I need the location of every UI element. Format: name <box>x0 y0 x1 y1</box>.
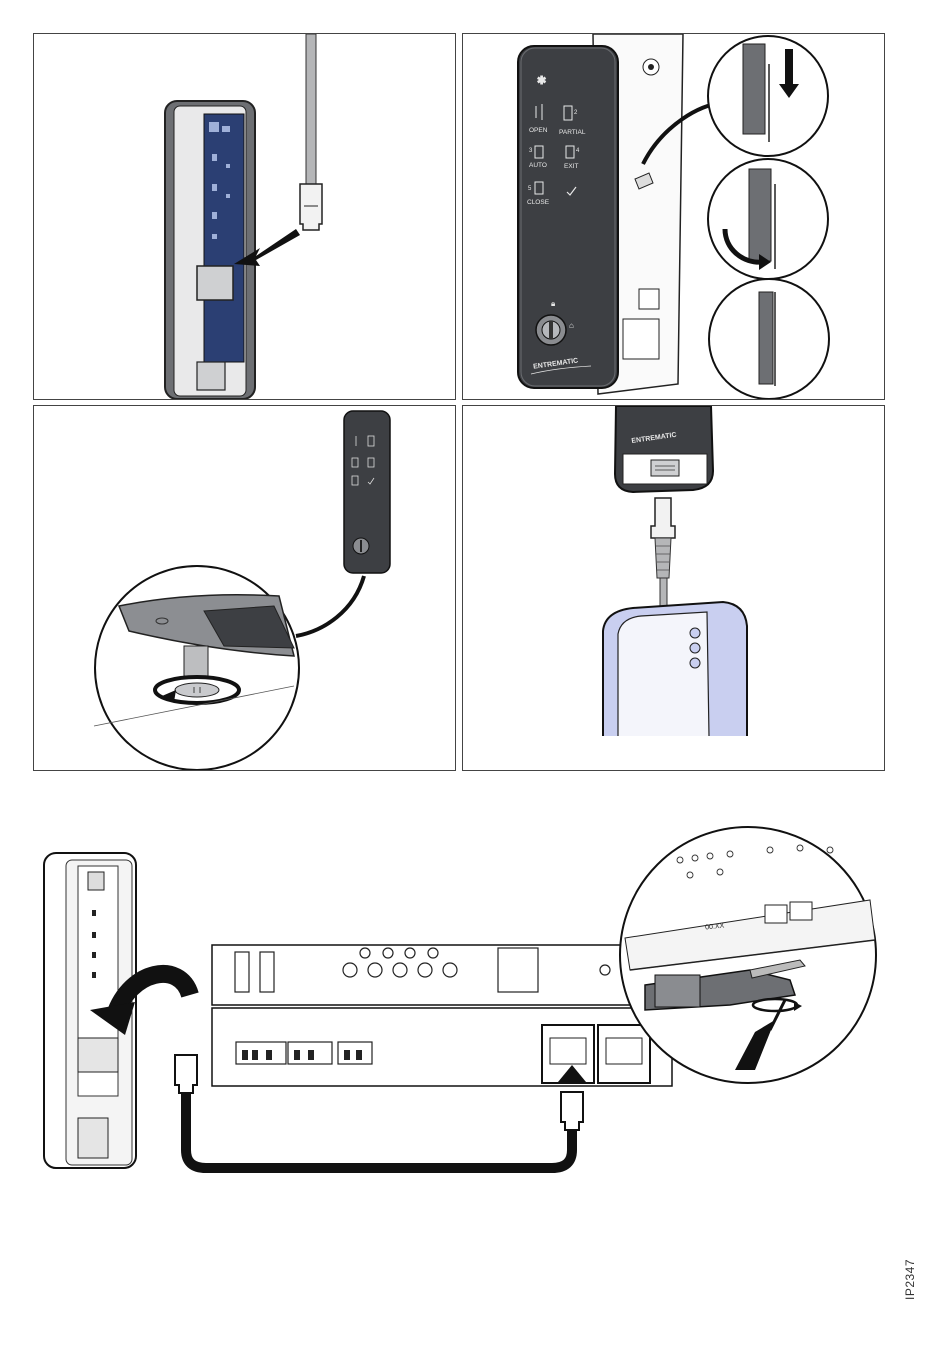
label-open: OPEN <box>529 127 548 134</box>
step-2-panel: ✱ OPEN PARTIAL 2 3 AUTO 4 EXIT 5 CLOSE 🔒… <box>462 33 885 400</box>
step-1-panel <box>33 33 456 400</box>
module-led-1 <box>690 628 700 638</box>
pcb-board <box>204 114 244 362</box>
network-cable <box>306 34 316 184</box>
lower-component <box>197 362 225 390</box>
label-partial: PARTIAL <box>559 129 586 136</box>
step-4-illustration: ENTREMATIC <box>463 406 885 771</box>
module-led-3 <box>690 658 700 668</box>
rj45-plug-right <box>561 1092 583 1130</box>
callout-line <box>296 576 364 636</box>
document-code: IP2347 <box>903 1259 917 1300</box>
step-1-illustration <box>34 34 456 400</box>
step-2-illustration: ✱ OPEN PARTIAL 2 3 AUTO 4 EXIT 5 CLOSE 🔒… <box>463 34 885 400</box>
label-auto: AUTO <box>529 162 547 169</box>
cable-boot <box>655 538 671 578</box>
label-close: CLOSE <box>527 199 550 206</box>
rj-socket <box>651 460 679 476</box>
wiring-illustration: 00.XX <box>30 820 890 1190</box>
magnified-detail <box>94 566 299 770</box>
magnified-board-detail: 00.XX <box>620 827 876 1083</box>
wiring-diagram: 00.XX <box>30 820 890 1190</box>
detail-circle-1 <box>708 36 828 156</box>
module-led-2 <box>690 643 700 653</box>
unlock-icon: ⌂ <box>569 321 574 330</box>
detail-circle-3 <box>709 279 829 399</box>
detail-circle-2 <box>708 159 828 279</box>
label-exit: EXIT <box>564 163 578 170</box>
step-3-illustration <box>34 406 456 771</box>
rj45-plug <box>651 498 675 538</box>
lock-icon: 🔒︎ <box>551 299 555 308</box>
rj45-plug-left <box>175 1055 197 1093</box>
keypad-front <box>518 46 618 388</box>
connecting-cable <box>186 1093 572 1168</box>
rj-socket <box>197 266 233 300</box>
bluetooth-icon: ✱ <box>537 75 546 87</box>
step-3-panel <box>33 405 456 771</box>
screw-head <box>175 683 219 697</box>
step-4-panel: ENTREMATIC <box>462 405 885 771</box>
rj45-plug <box>300 184 322 230</box>
rj-socket <box>78 1038 118 1072</box>
